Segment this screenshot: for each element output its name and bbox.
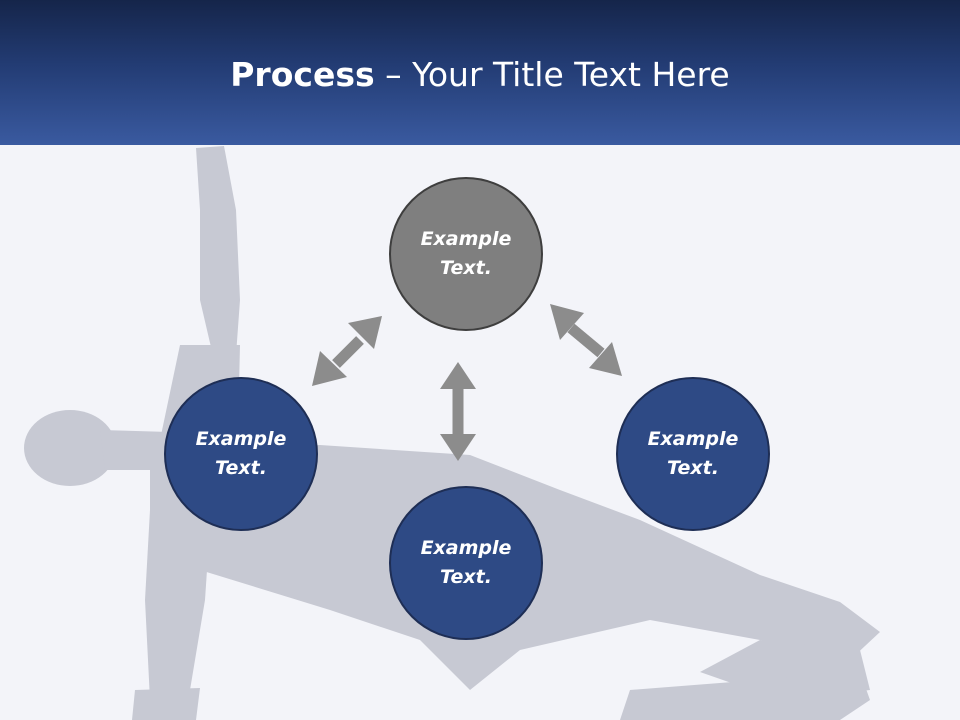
arrow-top-left: [332, 336, 364, 368]
title-banner: Process – Your Title Text Here: [0, 0, 960, 145]
arrow-head: [550, 304, 584, 340]
arrow-top-right: [567, 323, 605, 358]
title-bold: Process: [230, 55, 375, 94]
arrow-head: [440, 434, 476, 461]
arrow-head: [312, 351, 347, 386]
node-label: Example Text.: [195, 428, 287, 479]
node-label: Example Text.: [647, 428, 739, 479]
slide-title: Process – Your Title Text Here: [0, 52, 960, 98]
node-label: Example Text.: [420, 537, 512, 588]
process-node-bottom[interactable]: Example Text.: [389, 486, 543, 640]
process-node-right[interactable]: Example Text.: [616, 377, 770, 531]
node-label: Example Text.: [420, 228, 512, 279]
title-rest: – Your Title Text Here: [374, 55, 730, 94]
process-node-top[interactable]: Example Text.: [389, 177, 543, 331]
process-node-left[interactable]: Example Text.: [164, 377, 318, 531]
arrow-head: [348, 316, 382, 349]
arrow-head: [440, 362, 476, 389]
arrow-head: [589, 342, 622, 376]
